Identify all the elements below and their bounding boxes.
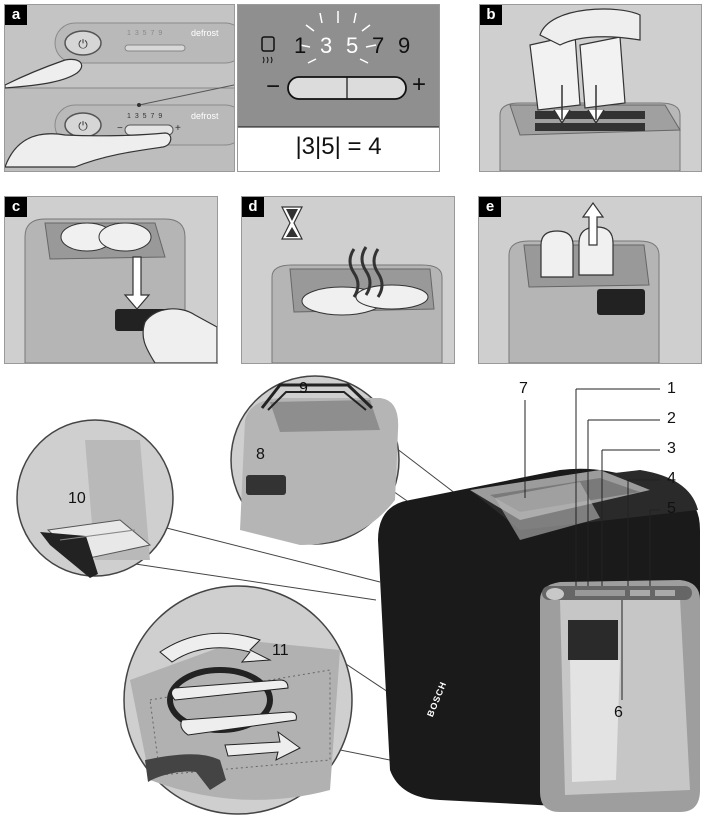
setting-formula: |3|5| = 4 xyxy=(295,133,382,160)
scale-small-bottom: 1 3 5 7 9 xyxy=(127,113,164,120)
panel-c: c xyxy=(4,196,218,364)
callout-3: 3 xyxy=(667,440,676,457)
panel-a-zoom: 1 3 5 7 9 − + |3|5| = 4 xyxy=(237,4,440,172)
callout-2: 2 xyxy=(667,410,676,427)
callout-5: 5 xyxy=(667,500,676,517)
zoom-number-7: 7 xyxy=(372,33,385,58)
zoom-number-1: 1 xyxy=(294,33,307,58)
callout-8: 8 xyxy=(256,446,265,463)
svg-text:⏻: ⏻ xyxy=(78,119,88,133)
zoom-plus: + xyxy=(412,71,427,98)
zoom-number-3: 3 xyxy=(320,33,333,58)
panel-b: b xyxy=(479,4,702,172)
callout-6: 6 xyxy=(614,704,623,721)
brand-logo: BOSCH xyxy=(425,679,449,719)
svg-text:⏻: ⏻ xyxy=(78,37,88,51)
callout-1: 1 xyxy=(667,380,676,397)
callout-7: 7 xyxy=(519,380,528,397)
zoom-number-5: 5 xyxy=(346,33,359,58)
callout-4: 4 xyxy=(667,470,676,487)
minus-small: − xyxy=(117,123,123,134)
zoom-drawing xyxy=(238,5,439,171)
zoom-number-9: 9 xyxy=(398,33,411,58)
panel-c-drawing xyxy=(24,218,217,363)
zoom-minus: − xyxy=(266,73,281,100)
panel-d-label: d xyxy=(242,197,264,217)
callout-9: 9 xyxy=(299,380,308,397)
defrost-label-top: defrost xyxy=(191,28,219,38)
panel-d-drawing xyxy=(271,206,443,363)
callout-10: 10 xyxy=(68,490,86,507)
callout-11: 11 xyxy=(272,642,289,659)
scale-small-top: 1 3 5 7 9 xyxy=(127,30,164,37)
panel-c-label: c xyxy=(5,197,27,217)
panel-a: a ⏻ ⏻ 1 3 5 7 9 defrost 1 3 5 7 9 defros… xyxy=(4,4,235,172)
defrost-label-bottom: defrost xyxy=(191,111,219,121)
panel-b-drawing xyxy=(499,8,681,171)
panel-e-label: e xyxy=(479,197,501,217)
plus-small: + xyxy=(175,123,181,134)
panel-e-drawing xyxy=(508,201,660,363)
panel-d: d xyxy=(241,196,455,364)
panel-e: e xyxy=(478,196,702,364)
panel-a-label: a xyxy=(5,5,27,25)
panel-a-drawing: ⏻ ⏻ xyxy=(5,5,234,171)
panel-b-label: b xyxy=(480,5,502,25)
